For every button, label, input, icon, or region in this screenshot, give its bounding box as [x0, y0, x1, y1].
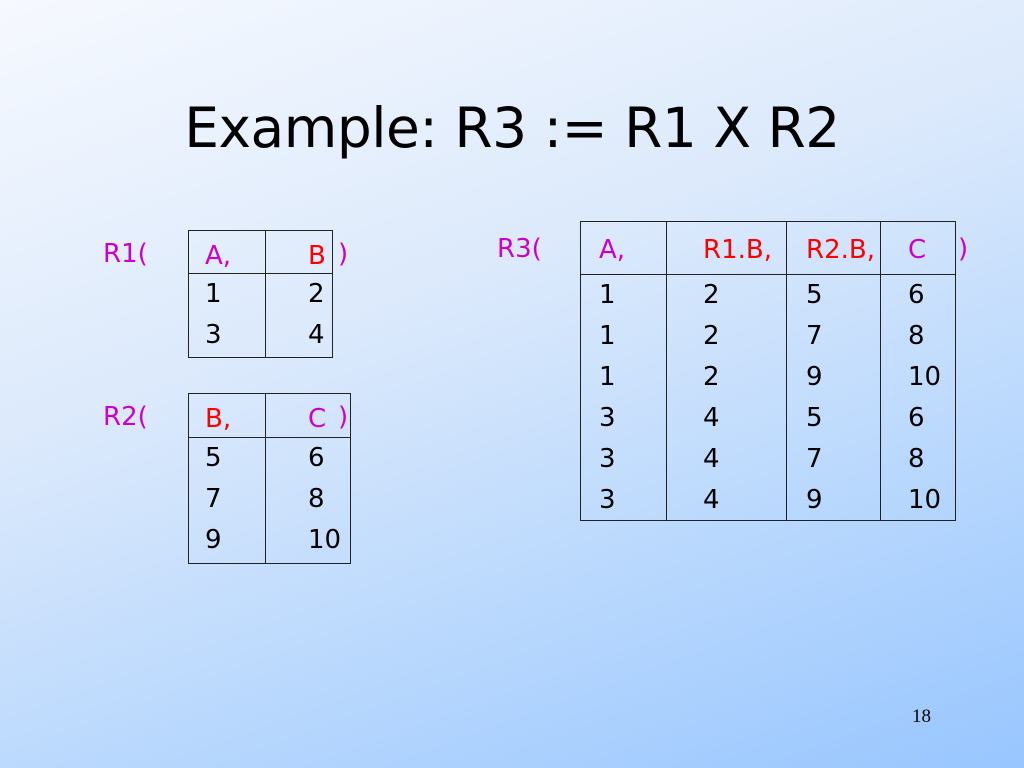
table-cell: 9: [806, 485, 823, 515]
table-cell: 6: [908, 403, 925, 433]
column-divider: [265, 231, 266, 357]
table-cell: 8: [908, 321, 925, 351]
column-divider: [880, 222, 881, 520]
slide-title: Example: R3 := R1 X R2: [184, 96, 840, 160]
table-cell: 2: [308, 279, 325, 309]
table-cell: 4: [703, 485, 720, 515]
header-cell: A,: [599, 235, 626, 265]
r2-table: B, C 5 6 7 8 9 10: [188, 393, 351, 564]
column-divider: [265, 394, 266, 563]
table-cell: 4: [308, 320, 325, 350]
header-cell: B,: [205, 404, 232, 434]
r2-close-paren: ): [338, 402, 349, 432]
r3-close-paren: ): [958, 234, 969, 264]
table-cell: 3: [599, 485, 616, 515]
table-cell: 5: [806, 280, 823, 310]
table-cell: 9: [205, 525, 222, 555]
r3-open-label: R3(: [497, 234, 542, 264]
table-cell: 7: [205, 484, 222, 514]
table-cell: 3: [205, 320, 222, 350]
table-cell: 7: [806, 444, 823, 474]
header-cell: R1.B,: [703, 235, 772, 265]
table-cell: 7: [806, 321, 823, 351]
header-cell: B: [308, 241, 326, 271]
header-cell: C: [308, 404, 327, 434]
column-divider: [786, 222, 787, 520]
header-cell: C: [908, 235, 927, 265]
r1-close-paren: ): [338, 239, 349, 269]
table-cell: 1: [599, 280, 616, 310]
table-cell: 2: [703, 321, 720, 351]
table-cell: 4: [703, 444, 720, 474]
r2-open-label: R2(: [103, 402, 148, 432]
table-cell: 10: [308, 525, 342, 555]
table-cell: 9: [806, 362, 823, 392]
table-cell: 2: [703, 280, 720, 310]
table-cell: 1: [205, 279, 222, 309]
header-cell: A,: [205, 241, 232, 271]
table-cell: 8: [308, 484, 325, 514]
r3-table: A, R1.B, R2.B, C 1 2 5 6 1 2 7 8 1 2 9 10 3 4 5 6 3 4 7 8 3 4 9 10: [580, 221, 956, 521]
header-divider: [189, 273, 332, 274]
header-cell: R2.B,: [806, 235, 875, 265]
table-cell: 10: [908, 485, 942, 515]
table-cell: 10: [908, 362, 942, 392]
table-cell: 1: [599, 362, 616, 392]
header-divider: [189, 437, 350, 438]
table-cell: 3: [599, 403, 616, 433]
table-cell: 8: [908, 444, 925, 474]
page-number: 18: [912, 706, 931, 727]
table-cell: 5: [205, 443, 222, 473]
table-cell: 6: [908, 280, 925, 310]
table-cell: 2: [703, 362, 720, 392]
r1-open-label: R1(: [103, 239, 148, 269]
r1-table: A, B 1 2 3 4: [188, 230, 333, 358]
table-cell: 5: [806, 403, 823, 433]
column-divider: [666, 222, 667, 520]
table-cell: 6: [308, 443, 325, 473]
table-cell: 3: [599, 444, 616, 474]
table-cell: 1: [599, 321, 616, 351]
header-divider: [581, 274, 955, 275]
table-cell: 4: [703, 403, 720, 433]
